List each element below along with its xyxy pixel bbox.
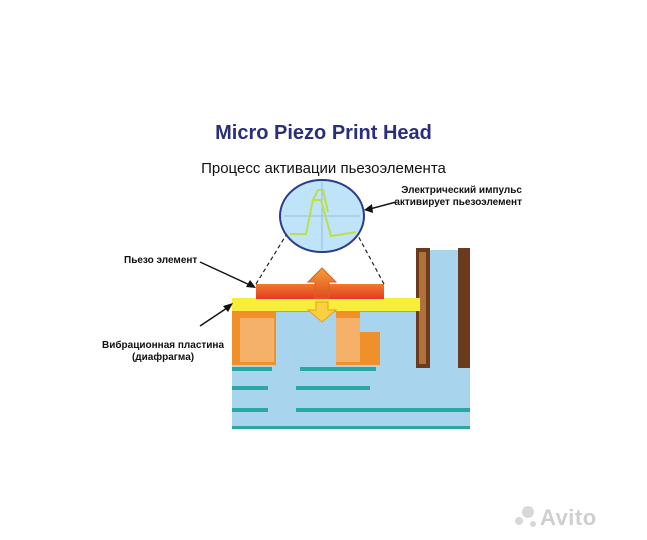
diagram-title: Micro Piezo Print Head	[215, 122, 432, 144]
pulse-label: Электрический импульс активирует пьезоэл…	[392, 185, 522, 209]
chamber-light-region-2	[336, 318, 360, 362]
plate-pointer	[199, 305, 231, 327]
diagram-subtitle: Процесс активации пьезоэлемента	[201, 160, 446, 177]
pulse-label-line2: активирует пьезоэлемент	[394, 197, 522, 208]
plate-label-line2: (диафрагма)	[131, 352, 195, 363]
pulse-pointer-head	[364, 204, 373, 213]
piezo-pointer-head	[246, 280, 256, 288]
arrow-down-icon	[306, 301, 338, 323]
inlet-wall-left-inner	[419, 252, 426, 364]
dashed-connector-left	[255, 231, 289, 285]
layer-line	[232, 426, 470, 429]
chamber-light-region	[240, 318, 274, 362]
plate-pointer-head	[223, 303, 233, 312]
plate-label-line1: Вибрационная пластина	[102, 340, 225, 351]
arrow-up-icon	[306, 267, 338, 299]
plate-label: Вибрационная пластина (диафрагма)	[102, 340, 224, 364]
layer-line	[300, 367, 376, 371]
dashed-connector-right	[355, 231, 385, 285]
ink-side-channel	[380, 332, 420, 372]
piezo-label: Пьезо элемент	[124, 255, 198, 266]
ink-center-column	[276, 312, 336, 372]
layer-line	[232, 367, 272, 371]
layer-line	[296, 386, 370, 390]
avito-watermark: Avito	[540, 505, 597, 530]
oscilloscope-icon	[279, 179, 365, 253]
inlet-wall-right	[458, 248, 470, 368]
layer-line	[232, 408, 268, 412]
piezo-pointer	[199, 261, 253, 287]
ink-upper-channel	[360, 312, 422, 332]
ink-inlet-column	[430, 250, 458, 428]
avito-logo-icon	[515, 506, 536, 527]
layer-line	[232, 386, 268, 390]
layer-line	[296, 408, 470, 412]
pulse-label-line1: Электрический импульс	[401, 185, 522, 196]
